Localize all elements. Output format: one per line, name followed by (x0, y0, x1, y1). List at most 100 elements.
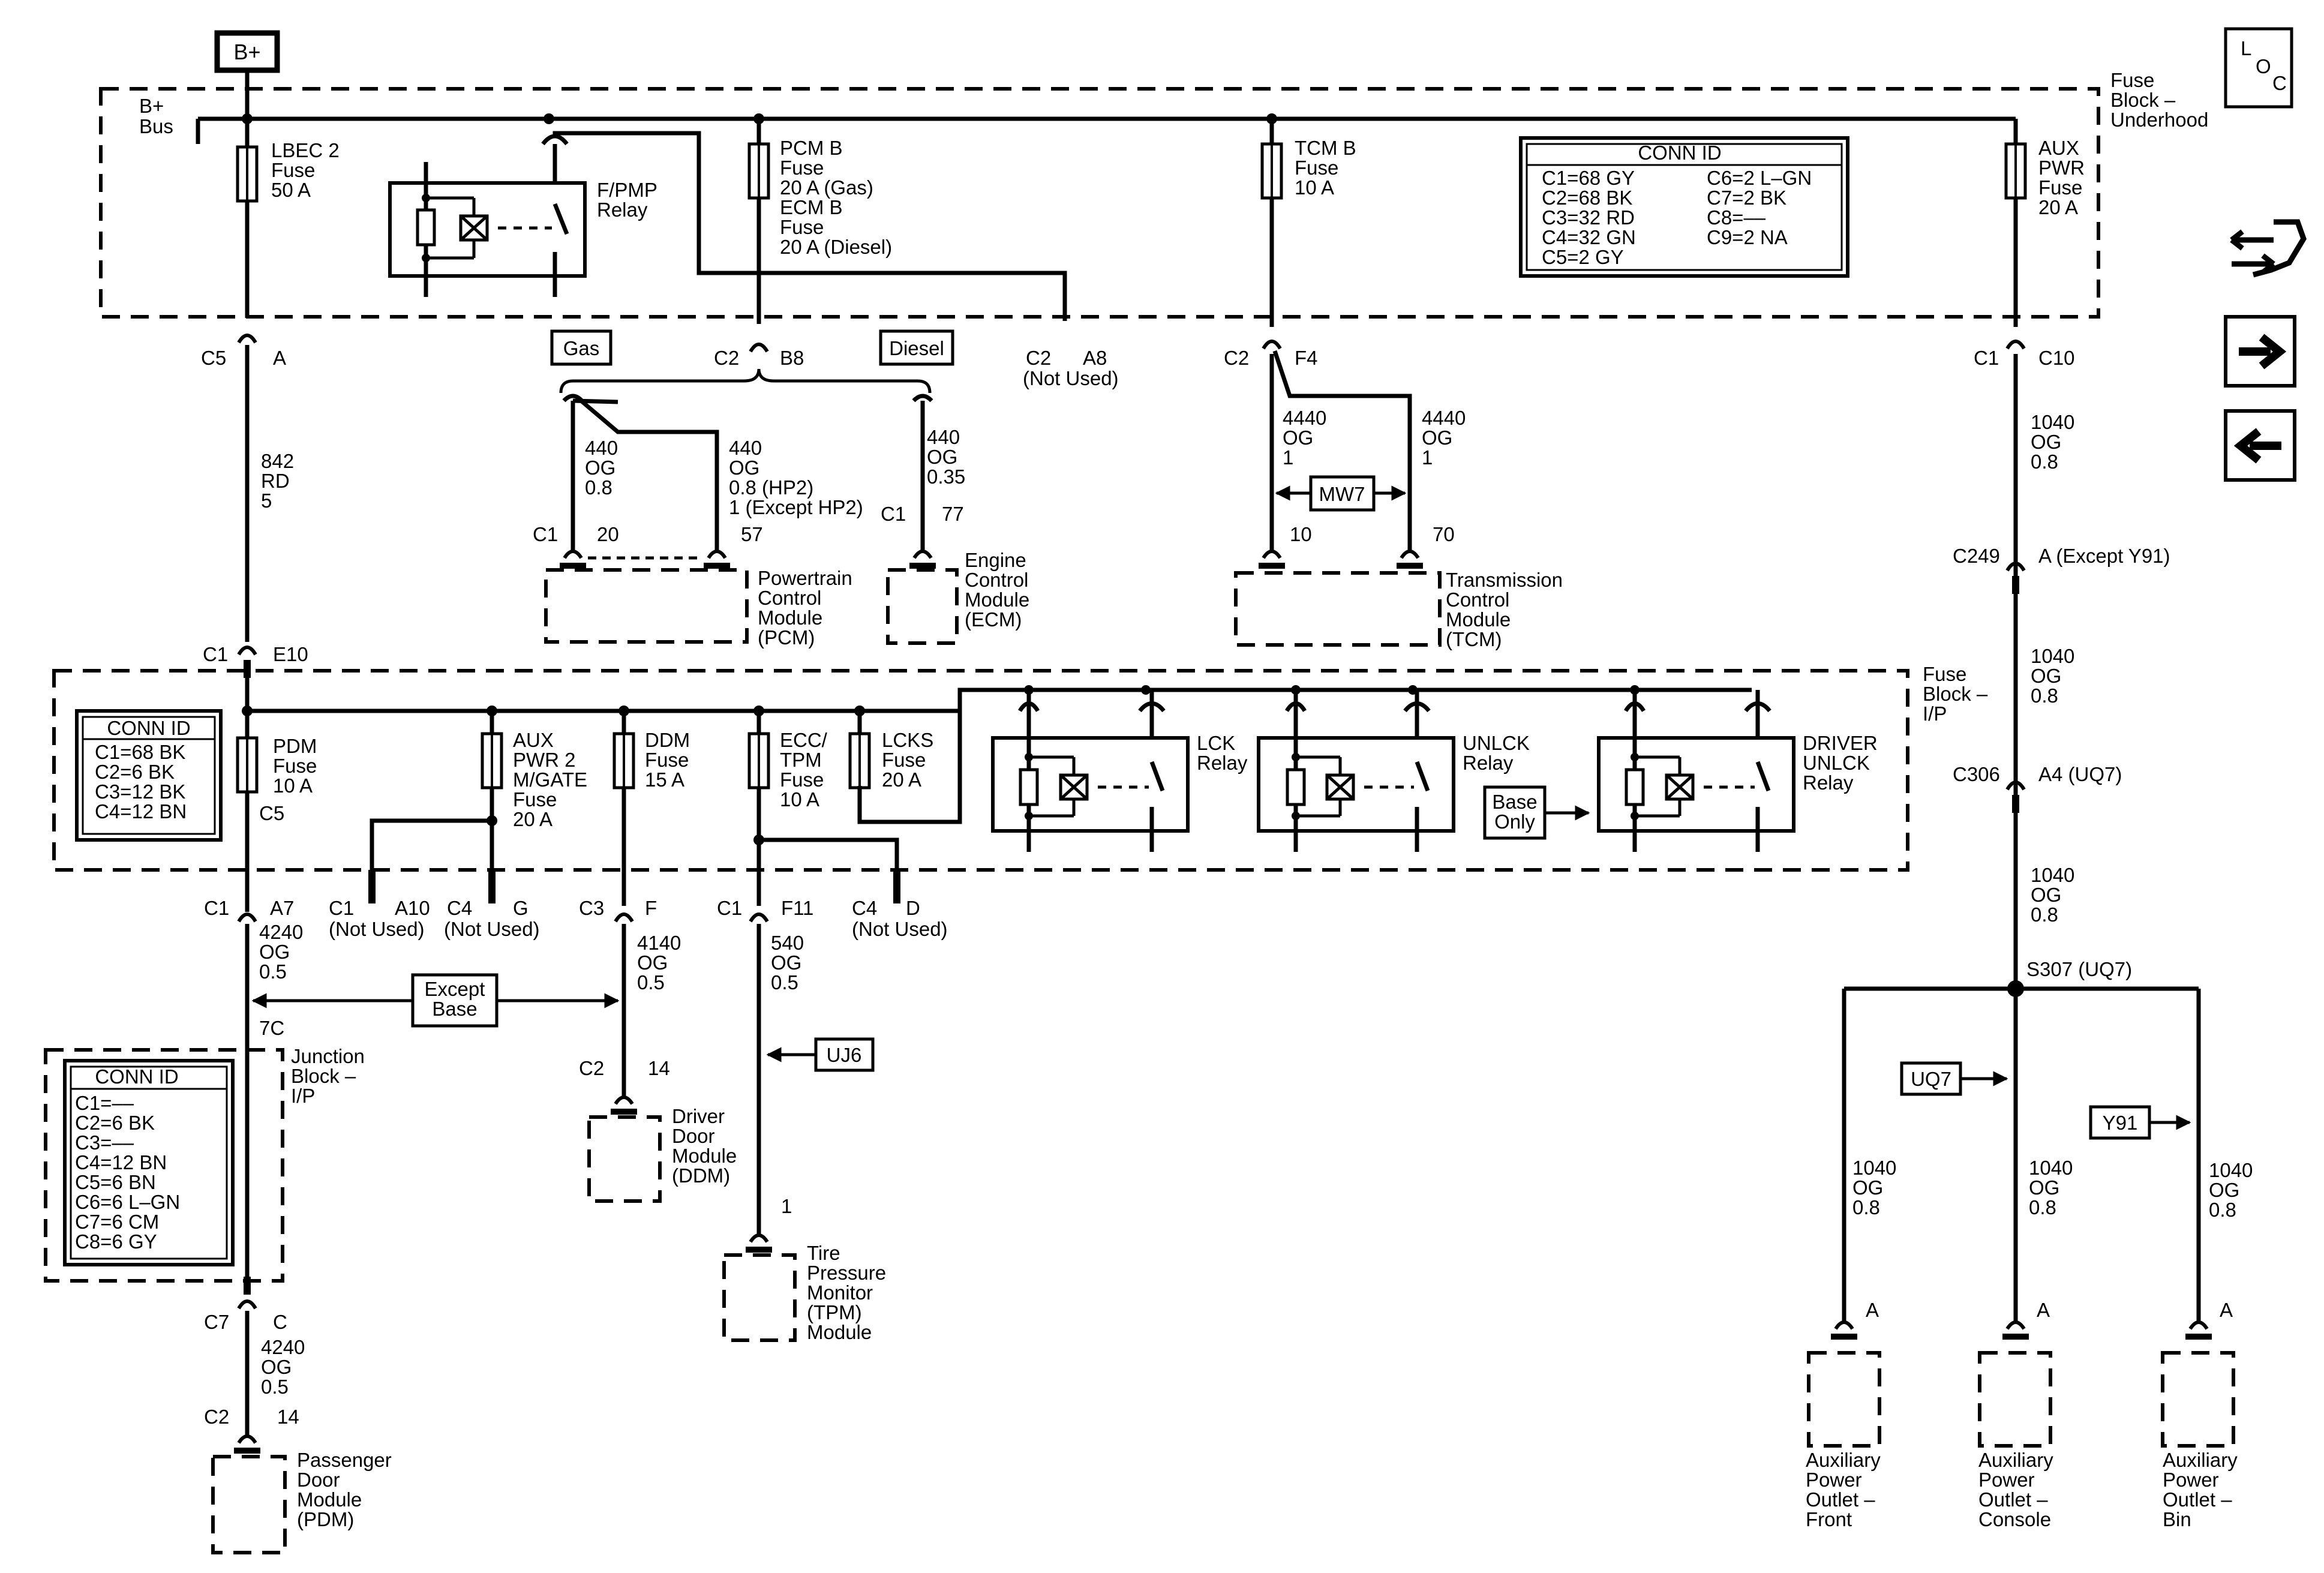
svg-text:Outlet –: Outlet – (1806, 1488, 1875, 1511)
svg-text:77: 77 (942, 503, 964, 525)
tag-uj6: UJ6 (766, 1037, 875, 1072)
svg-text:0.8: 0.8 (1852, 1196, 1880, 1218)
svg-text:10 A: 10 A (780, 788, 819, 810)
conn-c2-14-pdm: C2 14 (204, 1406, 299, 1428)
svg-text:C1: C1 (329, 897, 354, 919)
svg-text:Fuse: Fuse (2110, 69, 2154, 91)
svg-text:Diesel: Diesel (889, 337, 944, 359)
svg-text:A (Except Y91): A (Except Y91) (2038, 545, 2170, 567)
svg-text:C2=6 BK: C2=6 BK (95, 761, 175, 783)
next-page-icon[interactable] (2224, 315, 2296, 388)
svg-text:Module: Module (1446, 608, 1511, 631)
svg-text:Passenger: Passenger (297, 1449, 392, 1471)
svg-text:PCM B: PCM B (780, 137, 843, 159)
svg-text:A: A (273, 347, 286, 369)
module-tpm (722, 1253, 797, 1342)
svg-text:OG: OG (2031, 884, 2061, 906)
svg-text:C1=––: C1=–– (75, 1092, 134, 1114)
fuse-pcm-b (749, 144, 768, 198)
svg-text:Power: Power (2163, 1469, 2219, 1491)
wire-1040-bin: 1040 OG 0.8 (2209, 1159, 2253, 1221)
fuse-aux-pwr-label: AUX PWR Fuse 20 A (2038, 137, 2085, 218)
svg-text:C4=12 BN: C4=12 BN (95, 800, 187, 822)
conn-c7-c: C7 C (204, 1311, 287, 1333)
fuse-block-ip-label: Fuse Block – I/P (1923, 663, 1988, 725)
svg-text:Fuse: Fuse (780, 157, 824, 179)
svg-text:(ECM): (ECM) (965, 608, 1022, 631)
svg-text:Relay: Relay (1197, 752, 1248, 774)
wrench-arrows-icon[interactable] (2230, 219, 2307, 278)
pin-a-console: A (2037, 1299, 2050, 1321)
svg-text:OG: OG (2031, 665, 2061, 687)
fuse-tcm-b-label: TCM B Fuse 10 A (1295, 137, 1356, 199)
bplus-bus-label: B+ Bus (139, 95, 173, 137)
svg-text:Y91: Y91 (2103, 1112, 2138, 1134)
svg-text:PDM: PDM (273, 735, 317, 757)
svg-text:C1: C1 (717, 897, 742, 919)
wire-4440-tcm-1: 4440 OG 1 (1283, 407, 1326, 469)
module-ecm (886, 568, 959, 645)
svg-text:UNLCK: UNLCK (1463, 732, 1530, 754)
svg-text:Relay: Relay (1463, 752, 1514, 774)
svg-text:0.5: 0.5 (261, 1376, 289, 1398)
svg-text:1040: 1040 (2209, 1159, 2253, 1181)
svg-text:(PDM): (PDM) (297, 1508, 354, 1530)
pin-70: 70 (1433, 523, 1455, 545)
svg-text:0.35: 0.35 (927, 466, 965, 488)
svg-text:AUX: AUX (2038, 137, 2079, 159)
conn-c1-f11: C1 F11 (717, 897, 813, 919)
svg-text:(PCM): (PCM) (758, 626, 815, 649)
svg-text:Block –: Block – (1923, 683, 1988, 705)
svg-text:Transmission: Transmission (1446, 569, 1563, 591)
svg-text:Junction: Junction (291, 1045, 365, 1067)
svg-text:540: 540 (771, 932, 804, 954)
svg-text:(TPM): (TPM) (807, 1301, 862, 1323)
svg-text:1040: 1040 (2031, 864, 2074, 886)
svg-text:A10: A10 (395, 897, 430, 919)
svg-text:OG: OG (261, 1356, 292, 1378)
fuse-lbec2 (238, 147, 257, 201)
svg-text:14: 14 (277, 1406, 299, 1428)
svg-text:Module: Module (297, 1488, 362, 1511)
svg-text:B+: B+ (139, 95, 164, 117)
svg-text:OG: OG (1283, 427, 1313, 449)
svg-text:C4=32 GN: C4=32 GN (1542, 226, 1636, 248)
svg-text:AUX: AUX (513, 729, 554, 751)
previous-page-icon[interactable] (2224, 409, 2296, 482)
svg-text:Module: Module (672, 1145, 737, 1167)
conn-id-ip: CONN ID C1=68 BK C2=6 BK C3=12 BK C4=12 … (75, 709, 223, 842)
wire-4140: 4140 OG 0.5 (637, 932, 681, 993)
fuse-block-underhood-label: Fuse Block – Underhood (2110, 69, 2208, 131)
svg-text:0.8: 0.8 (2029, 1196, 2056, 1218)
svg-text:OG: OG (259, 941, 290, 963)
conn-c5-a: C5 A (201, 347, 286, 369)
bplus-label: B+ (233, 40, 260, 64)
svg-text:0.8: 0.8 (2031, 451, 2058, 473)
relay-fpmp (388, 134, 587, 297)
svg-text:C5: C5 (201, 347, 226, 369)
svg-text:Outlet –: Outlet – (1978, 1488, 2048, 1511)
relay-unlck (1257, 690, 1455, 852)
relay-driver-unlck (1597, 690, 1795, 852)
svg-text:Control: Control (758, 587, 821, 609)
svg-text:C: C (273, 1311, 287, 1333)
svg-text:C1: C1 (204, 897, 229, 919)
svg-text:Monitor: Monitor (807, 1281, 873, 1304)
wire-1040-a: 1040 OG 0.8 (2031, 411, 2074, 473)
fuse-ecc-tpm (749, 734, 768, 788)
tag-y91: Y91 (2089, 1105, 2191, 1140)
fuse-ddm-label: DDM Fuse 15 A (645, 729, 690, 791)
svg-text:50 A: 50 A (271, 179, 311, 201)
tag-base-only: Base Only (1483, 785, 1590, 840)
svg-text:UQ7: UQ7 (1911, 1068, 1951, 1090)
loc-icon[interactable]: L O C (2224, 27, 2293, 109)
svg-text:Power: Power (1978, 1469, 2035, 1491)
pin-10: 10 (1290, 523, 1312, 545)
module-pcm (544, 568, 749, 644)
fuse-pdm-label: PDM Fuse 10 A (273, 735, 317, 797)
svg-text:ECM B: ECM B (780, 196, 843, 218)
conn-c1-c10: C1 C10 (1974, 347, 2075, 369)
svg-text:Driver: Driver (672, 1105, 725, 1127)
svg-text:4440: 4440 (1422, 407, 1466, 429)
svg-text:F: F (645, 897, 657, 919)
